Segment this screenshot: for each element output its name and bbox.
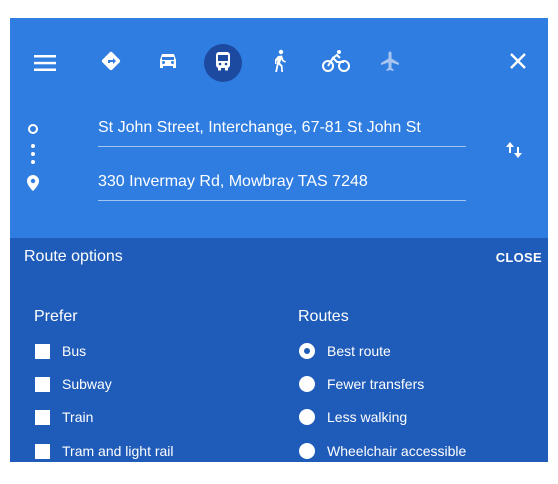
travel-mode-best-button[interactable]: [92, 44, 130, 82]
route-less-walking-label: Less walking: [327, 409, 408, 425]
route-fewer-transfers-label: Fewer transfers: [327, 376, 425, 392]
close-route-options-button[interactable]: CLOSE: [495, 250, 542, 265]
prefer-tram-checkbox[interactable]: Tram and light rail: [35, 440, 174, 462]
prefer-train-label: Train: [62, 409, 94, 425]
route-fewer-transfers-radio[interactable]: Fewer transfers: [299, 373, 424, 395]
prefer-train-checkbox[interactable]: Train: [35, 406, 93, 428]
travel-mode-walking-button[interactable]: [261, 44, 299, 82]
checkbox-box: [35, 376, 50, 392]
radio-circle: [299, 409, 315, 425]
travel-mode-flights-button[interactable]: [371, 44, 409, 82]
route-less-walking-radio[interactable]: Less walking: [299, 406, 407, 428]
swap-directions-button[interactable]: [500, 138, 528, 166]
route-options-panel: [10, 238, 548, 462]
route-options-title: Route options: [24, 248, 123, 265]
prefer-bus-label: Bus: [62, 343, 87, 359]
prefer-subway-checkbox[interactable]: Subway: [35, 373, 112, 395]
route-best-radio[interactable]: Best route: [299, 340, 391, 362]
walk-icon: [269, 49, 291, 78]
checkbox-box: [35, 343, 50, 359]
prefer-tram-label: Tram and light rail: [62, 443, 174, 459]
route-wheelchair-label: Wheelchair accessible: [327, 443, 467, 459]
prefer-bus-checkbox[interactable]: Bus: [35, 340, 86, 362]
swap-arrows-icon: [504, 140, 524, 165]
radio-circle: [299, 376, 315, 392]
close-directions-button[interactable]: [499, 44, 537, 82]
travel-mode-cycling-button[interactable]: [317, 44, 355, 82]
checkbox-box: [35, 409, 50, 425]
close-icon: [509, 51, 527, 75]
checkbox-box: [35, 443, 50, 459]
airplane-icon: [378, 49, 402, 78]
prefer-subway-label: Subway: [62, 376, 112, 392]
destination-input[interactable]: 330 Invermay Rd, Mowbray TAS 7248: [98, 164, 466, 201]
directions-panel: St John Street, Interchange, 67-81 St Jo…: [10, 18, 548, 462]
origin-input[interactable]: St John Street, Interchange, 67-81 St Jo…: [98, 110, 466, 147]
directions-header: St John Street, Interchange, 67-81 St Jo…: [10, 18, 548, 238]
routes-title: Routes: [298, 308, 349, 325]
menu-icon[interactable]: [30, 48, 60, 78]
destination-pin-icon: [24, 173, 42, 193]
travel-mode-transit-button[interactable]: [204, 44, 242, 82]
route-best-label: Best route: [327, 343, 391, 359]
prefer-title: Prefer: [34, 308, 78, 325]
radio-circle: [299, 343, 315, 359]
route-dots-icon: [31, 144, 35, 172]
radio-circle: [299, 443, 315, 459]
origin-circle-icon: [24, 120, 42, 138]
bike-icon: [322, 49, 350, 78]
travel-mode-driving-button[interactable]: [149, 44, 187, 82]
car-icon: [156, 50, 180, 77]
route-wheelchair-radio[interactable]: Wheelchair accessible: [299, 440, 466, 462]
bus-icon: [212, 50, 234, 77]
origin-text: St John Street, Interchange, 67-81 St Jo…: [98, 119, 421, 136]
route-diamond-icon: [99, 49, 123, 78]
destination-text: 330 Invermay Rd, Mowbray TAS 7248: [98, 173, 368, 190]
